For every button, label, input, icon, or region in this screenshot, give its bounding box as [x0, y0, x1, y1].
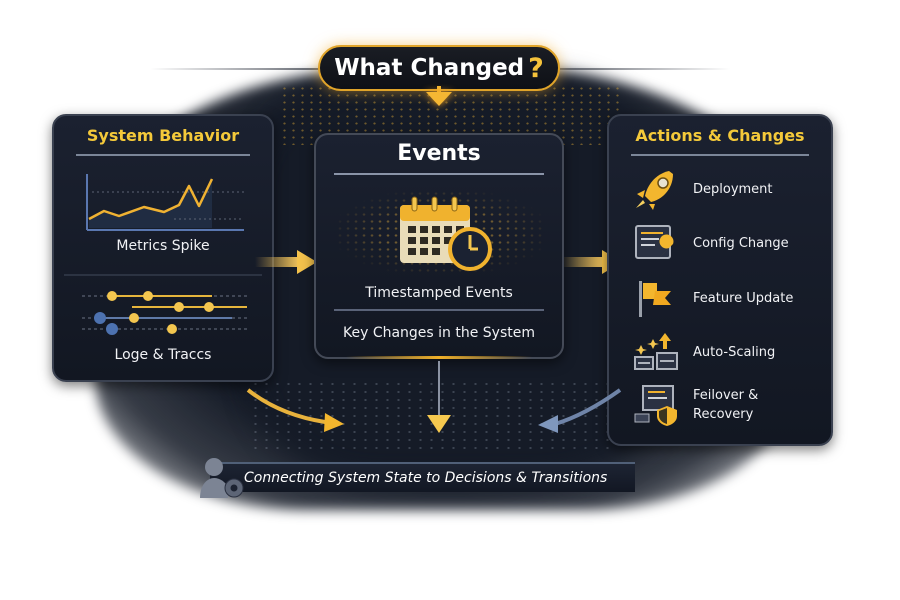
title-divider: [334, 173, 544, 175]
title-arrow-stem: [437, 86, 441, 94]
down-arrow-icon: [427, 415, 451, 433]
flag-icon: [639, 281, 671, 317]
calendar-clock-icon: [400, 196, 492, 271]
shield-server-icon: [634, 385, 677, 426]
action-label: Feature Update: [693, 290, 794, 306]
section-divider: [64, 274, 262, 276]
question-mark-icon: ?: [528, 52, 544, 84]
system-behavior-panel: System Behavior Metrics Spike Loge & Tra…: [52, 114, 274, 382]
actions-changes-title: Actions & Changes: [635, 126, 805, 145]
title-line-left: [150, 68, 325, 70]
title-divider: [631, 154, 809, 156]
events-down-line: [438, 361, 440, 416]
logs-traces-label: Loge & Traccs: [114, 347, 212, 363]
converging-arrows: [246, 388, 622, 433]
key-changes-label: Key Changes in the System: [342, 325, 536, 341]
action-item-failover-recovery: Feilover & Recovery: [633, 384, 758, 426]
actions-changes-panel: Actions & Changes Deployment Config Chan…: [607, 114, 833, 446]
logs-traces-icon: [82, 291, 247, 335]
title-divider: [76, 154, 250, 156]
action-label-line2: Recovery: [693, 407, 754, 422]
action-label-line1: Feilover &: [693, 388, 759, 403]
footer-text: Connecting System State to Decisions & T…: [244, 470, 608, 486]
events-title: Events: [397, 141, 481, 166]
title-banner: What Changed ?: [318, 45, 560, 91]
config-wrench-icon: [635, 225, 674, 260]
action-item-feature-update: Feature Update: [633, 277, 793, 319]
action-item-deployment: Deployment: [633, 168, 773, 210]
action-label: Deployment: [693, 181, 773, 197]
action-label: Config Change: [693, 235, 789, 251]
gold-edge-decoration: [346, 356, 532, 359]
scaling-servers-icon: [634, 333, 678, 370]
arrow-right-curve-head: [538, 415, 558, 433]
metrics-spike-chart-icon: [86, 174, 244, 231]
timestamped-events-label: Timestamped Events: [365, 285, 513, 301]
events-panel: Events Timestamped Events Key Changes in…: [314, 133, 564, 359]
title-line-right: [555, 68, 730, 70]
down-arrow-icon: [426, 92, 452, 106]
arrow-right-icon: [255, 250, 317, 274]
system-behavior-title: System Behavior: [86, 126, 240, 145]
section-divider: [334, 309, 544, 311]
user-gear-icon: [200, 458, 244, 498]
action-label: Auto-Scaling: [693, 344, 776, 360]
action-label: Feilover & Recovery: [693, 386, 758, 424]
action-item-auto-scaling: Auto-Scaling: [633, 331, 775, 373]
arrow-left-curve-head: [324, 413, 344, 432]
rocket-icon: [636, 171, 673, 210]
page-title: What Changed: [334, 55, 525, 81]
metrics-spike-label: Metrics Spike: [116, 238, 210, 254]
footer-banner: Connecting System State to Decisions & T…: [210, 462, 635, 492]
action-item-config-change: Config Change: [633, 222, 789, 264]
